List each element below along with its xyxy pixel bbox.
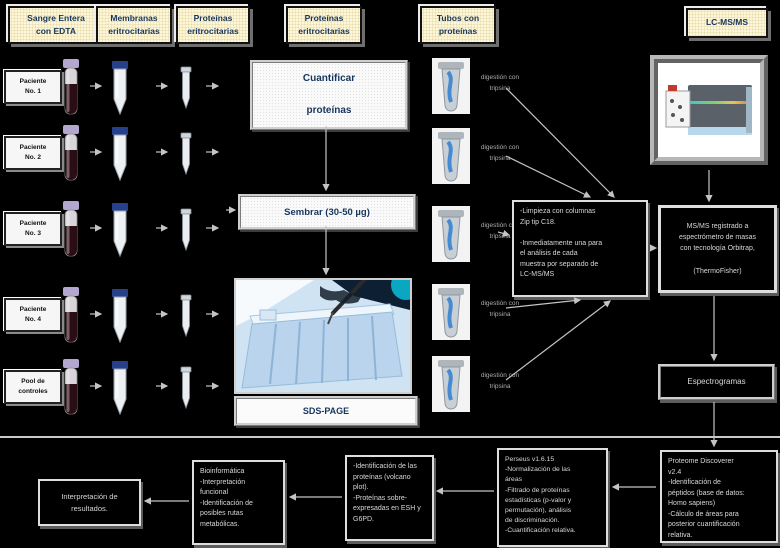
bioinformatics-box: Bioinformática -Interpretación funcional… [192, 460, 285, 545]
header-erythrocyte-proteins-2: Proteínas eritrocitarias [286, 6, 362, 44]
falcon-tube-icon [110, 60, 130, 116]
sample-label: Paciente No. 1 [4, 70, 62, 104]
protein-tube-photo [432, 356, 470, 412]
proteome-discoverer-box: Proteome Discoverer v2.4 -Identificación… [660, 450, 778, 543]
microtube-icon [180, 132, 192, 176]
sample-label: Paciente No. 2 [4, 136, 62, 170]
header-lcmsms: LC-MS/MS [686, 8, 768, 38]
digestion-label: digestión con tripsina [480, 300, 520, 319]
falcon-tube-icon [110, 202, 130, 258]
protein-tube-photo [432, 128, 470, 184]
section-divider [0, 436, 780, 438]
ziptip-cleanup-box: -Limpieza con columnas Zip tip C18. -Inm… [512, 200, 648, 297]
microtube-icon [180, 66, 192, 110]
sample-label: Paciente No. 3 [4, 212, 62, 246]
blood-tube-icon [60, 124, 82, 182]
protein-tube-photo [432, 58, 470, 114]
microtube-icon [180, 208, 192, 252]
spectrograms-box: Espectrogramas [658, 364, 775, 400]
digestion-label: digestión con tripsina [480, 74, 520, 93]
seed-amount-box: Sembrar (30-50 µg) [238, 194, 416, 230]
sample-label: Pool de controles [4, 370, 62, 404]
microtube-icon [180, 366, 192, 410]
blood-tube-icon [60, 286, 82, 344]
volcano-plot-box: -Identificación de las proteínas (volcan… [345, 455, 434, 541]
protein-tube-photo [432, 284, 470, 340]
mass-spectrometer-photo [650, 55, 768, 165]
microtube-icon [180, 294, 192, 338]
digestion-label: digestión con tripsina [480, 144, 520, 163]
blood-tube-icon [60, 58, 82, 116]
orbitrap-acquisition-box: MS/MS registrado a espectrómetro de masa… [658, 205, 777, 293]
blood-tube-icon [60, 200, 82, 258]
header-protein-tubes: Tubos con proteínas [420, 6, 496, 44]
protein-tube-photo [432, 206, 470, 262]
falcon-tube-icon [110, 288, 130, 344]
gel-electrophoresis-photo [234, 278, 412, 394]
perseus-statistics-box: Perseus v1.6.15 -Normalización de las ár… [497, 448, 608, 547]
quantify-proteins-box: Cuantificar proteínas [250, 60, 408, 130]
falcon-tube-icon [110, 360, 130, 416]
results-interpretation-box: Interpretación de resultados. [38, 479, 141, 526]
falcon-tube-icon [110, 126, 130, 182]
header-erythrocyte-proteins-1: Proteínas eritrocitarias [176, 6, 250, 44]
sample-label: Paciente No. 4 [4, 298, 62, 332]
header-whole-blood: Sangre Entera con EDTA [8, 6, 104, 44]
sds-page-caption: SDS-PAGE [234, 396, 418, 426]
header-erythrocyte-membranes: Membranas eritrocitarias [96, 6, 172, 44]
blood-tube-icon [60, 358, 82, 416]
digestion-label: digestión con tripsina [480, 372, 520, 391]
